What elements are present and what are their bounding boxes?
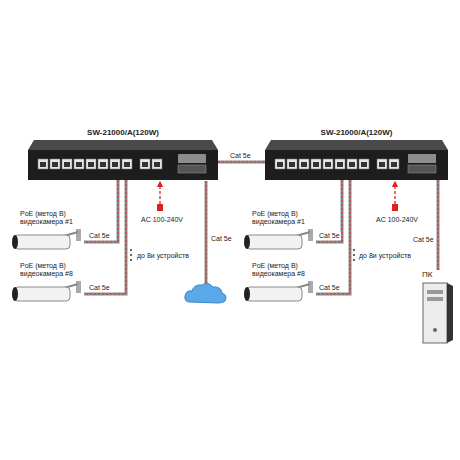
camera-label: PoE (метод B) видеокамера #1 [8,210,84,226]
power-plug [157,204,163,211]
camera-label: PoE (метод B) видеокамера #8 [240,262,316,278]
ellipsis-dot [130,249,132,251]
cable-stripe [84,180,118,242]
network-switch: SW-21000/A(120W) [28,128,218,180]
switch-model: SW-21000/A(120W) [28,128,218,137]
cable-stripe [218,161,265,162]
camera-label: PoE (метод B) видеокамера #1 [240,210,316,226]
cat5e-cable [84,180,126,294]
internet-cloud [185,283,226,303]
cable-label: Cat 5e [412,236,435,244]
cat5e-cable [218,161,265,164]
camera-icon [8,228,84,254]
switch-model: SW-21000/A(120W) [265,128,448,137]
switch-body [28,140,218,180]
cat5e-cable [316,180,350,294]
ellipsis-dot [353,259,355,261]
pc-icon [422,282,454,344]
cat5e-cable [84,180,118,242]
cat5e-cable [437,180,440,270]
note-label: Cat 5e [210,235,233,243]
network-switch: SW-21000/A(120W) [265,128,448,180]
note-label: AC 100-240V [140,216,184,224]
note-label: до 8и устройств [358,252,412,260]
camera-icon [240,228,316,254]
cable-stripe [316,180,350,294]
poe-camera: PoE (метод B) видеокамера #1 [240,210,316,254]
cable-label: Cat 5e [88,232,111,240]
ellipsis-dot [130,254,132,256]
note-label: AC 100-240V [375,216,419,224]
cable-stripe [437,180,438,270]
cable-label: Cat 5e [318,284,341,292]
note-label: до 8и устройств [136,252,190,260]
ellipsis-dot [353,254,355,256]
cable-stripe [205,181,206,288]
poe-camera: PoE (метод B) видеокамера #1 [8,210,84,254]
cable-label: Cat 5e [318,232,341,240]
cable-label: Cat 5e [229,152,252,160]
ellipsis-dot [353,249,355,251]
cable-label: Cat 5e [88,284,111,292]
switch-body [265,140,448,180]
camera-label: PoE (метод B) видеокамера #8 [8,262,84,278]
poe-camera: PoE (метод B) видеокамера #8 [240,262,316,306]
power-plug [392,204,398,211]
cat5e-cable [316,180,342,242]
device-label: ПК [420,270,456,280]
cable-stripe [316,180,342,242]
cable [205,181,208,288]
camera-icon [240,280,316,306]
power-arrow [394,184,395,204]
ellipsis-dot [130,259,132,261]
poe-camera: PoE (метод B) видеокамера #8 [8,262,84,306]
pc-tower: ПК [420,270,456,344]
cable-stripe [84,180,126,294]
camera-icon [8,280,84,306]
power-arrow [159,184,160,204]
